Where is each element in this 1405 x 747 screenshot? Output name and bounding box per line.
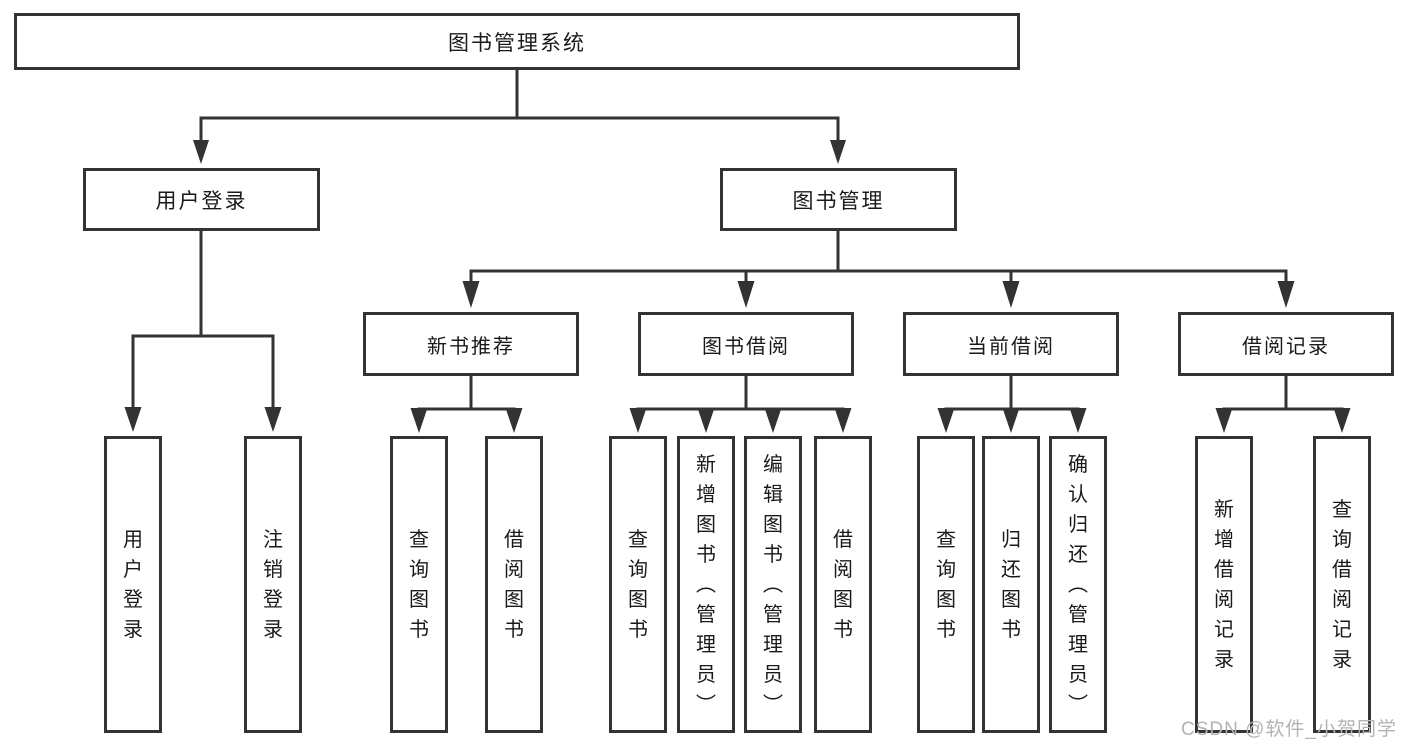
leaf-confirm-return-admin-label: 确 认 归 还 ︵ 管 理 员 ︶ xyxy=(1068,453,1088,716)
leaf-query-books-current-label: 查 询 图 书 xyxy=(936,528,956,641)
leaf-query-books-current: 查 询 图 书 xyxy=(917,436,975,733)
leaf-borrow-books-recommend-label: 借 阅 图 书 xyxy=(504,528,524,641)
leaf-logout: 注 销 登 录 xyxy=(244,436,302,733)
node-user-login-label: 用户登录 xyxy=(155,189,248,213)
leaf-add-borrow-record-label: 新 增 借 阅 记 录 xyxy=(1214,498,1234,671)
node-current-borrow-label: 当前借阅 xyxy=(967,335,1055,358)
leaf-user-login: 用 户 登 录 xyxy=(104,436,162,733)
node-book-management-label: 图书管理 xyxy=(792,189,885,213)
leaf-query-books-borrow: 查 询 图 书 xyxy=(609,436,667,733)
leaf-borrow-books-2-label: 借 阅 图 书 xyxy=(833,528,853,641)
node-borrow-records: 借阅记录 xyxy=(1178,312,1394,376)
node-book-borrow-label: 图书借阅 xyxy=(702,335,790,358)
leaf-query-borrow-record: 查 询 借 阅 记 录 xyxy=(1313,436,1371,733)
leaf-query-books-borrow-label: 查 询 图 书 xyxy=(628,528,648,641)
node-book-management: 图书管理 xyxy=(720,168,957,231)
node-book-borrow: 图书借阅 xyxy=(638,312,854,376)
node-new-book-recommend-label: 新书推荐 xyxy=(427,335,515,358)
leaf-query-borrow-record-label: 查 询 借 阅 记 录 xyxy=(1332,498,1352,671)
leaf-borrow-books-2: 借 阅 图 书 xyxy=(814,436,872,733)
node-current-borrow: 当前借阅 xyxy=(903,312,1119,376)
leaf-add-book-admin-label: 新 增 图 书 ︵ 管 理 员 ︶ xyxy=(696,453,716,716)
leaf-borrow-books-recommend: 借 阅 图 书 xyxy=(485,436,543,733)
leaf-confirm-return-admin: 确 认 归 还 ︵ 管 理 员 ︶ xyxy=(1049,436,1107,733)
node-new-book-recommend: 新书推荐 xyxy=(363,312,579,376)
leaf-logout-label: 注 销 登 录 xyxy=(263,528,283,641)
leaf-add-book-admin: 新 增 图 书 ︵ 管 理 员 ︶ xyxy=(677,436,735,733)
leaf-add-borrow-record: 新 增 借 阅 记 录 xyxy=(1195,436,1253,733)
leaf-query-books-recommend: 查 询 图 书 xyxy=(390,436,448,733)
leaf-edit-book-admin: 编 辑 图 书 ︵ 管 理 员 ︶ xyxy=(744,436,802,733)
csdn-watermark: CSDN @软件_小贺同学 xyxy=(1181,719,1397,740)
node-user-login: 用户登录 xyxy=(83,168,320,231)
root-node: 图书管理系统 xyxy=(14,13,1020,70)
leaf-return-book: 归 还 图 书 xyxy=(982,436,1040,733)
leaf-query-books-recommend-label: 查 询 图 书 xyxy=(409,528,429,641)
leaf-user-login-label: 用 户 登 录 xyxy=(123,528,143,641)
root-node-label: 图书管理系统 xyxy=(448,31,586,55)
leaf-return-book-label: 归 还 图 书 xyxy=(1001,528,1021,641)
node-borrow-records-label: 借阅记录 xyxy=(1242,335,1330,358)
leaf-edit-book-admin-label: 编 辑 图 书 ︵ 管 理 员 ︶ xyxy=(763,453,783,716)
